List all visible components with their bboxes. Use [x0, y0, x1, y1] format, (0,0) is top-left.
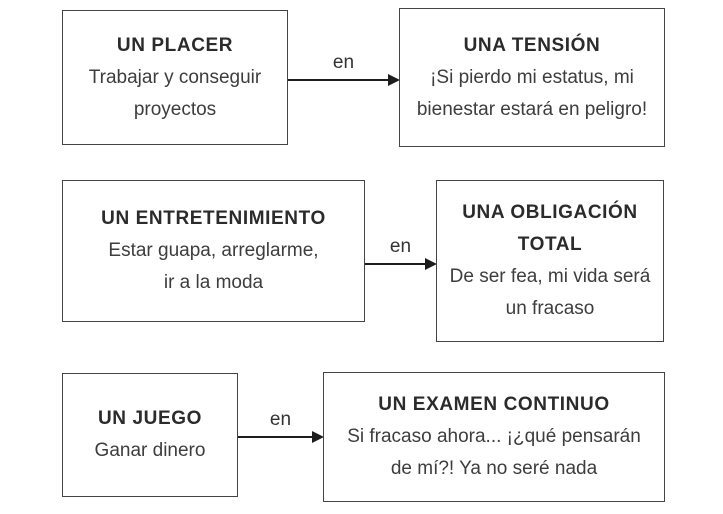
- box-body-line: Si fracaso ahora... ¡¿qué pensarán: [347, 426, 641, 447]
- arrow-line: [288, 74, 400, 86]
- box-title: UNA OBLIGACIÓN: [462, 202, 638, 223]
- arrow-line: [238, 431, 324, 443]
- box-title: UN JUEGO: [97, 408, 203, 429]
- box-un-placer: UN PLACER Trabajar y conseguir proyectos: [62, 10, 288, 145]
- arrow-label: en: [332, 52, 355, 73]
- box-un-entretenimiento: UN ENTRETENIMIENTO Estar guapa, arreglar…: [62, 180, 365, 322]
- box-title: UN EXAMEN CONTINUO: [378, 394, 610, 415]
- box-body-line: Ganar dinero: [94, 440, 206, 461]
- box-body-line: ¡Si pierdo mi estatus, mi: [430, 66, 634, 88]
- arrow-label: en: [389, 236, 412, 257]
- box-body-line: De ser fea, mi vida será: [449, 266, 651, 287]
- box-body-line: Estar guapa, arreglarme,: [108, 240, 319, 261]
- box-body-line: un fracaso: [505, 298, 595, 319]
- box-un-examen-continuo: UN EXAMEN CONTINUO Si fracaso ahora... ¡…: [323, 372, 665, 502]
- box-title-line-2: TOTAL: [517, 234, 583, 255]
- arrow-line: [365, 258, 437, 270]
- box-body-line: de mí?! Ya no seré nada: [390, 458, 598, 479]
- arrow-head-icon: [312, 431, 324, 443]
- arrow-row-2: en: [365, 235, 437, 270]
- arrow-label: en: [269, 409, 292, 430]
- box-body-line: Trabajar y conseguir: [88, 66, 262, 88]
- arrow-head-icon: [425, 258, 437, 270]
- arrow-row-3: en: [238, 408, 324, 443]
- box-title: UN PLACER: [116, 34, 234, 56]
- box-body-line: bienestar estará en peligro!: [416, 98, 648, 120]
- box-body-line: proyectos: [133, 98, 217, 120]
- box-body-line: ir a la moda: [163, 272, 264, 293]
- box-una-tension: UNA TENSIÓN ¡Si pierdo mi estatus, mi bi…: [399, 8, 665, 147]
- box-title: UN ENTRETENIMIENTO: [101, 208, 326, 229]
- box-un-juego: UN JUEGO Ganar dinero: [62, 373, 238, 497]
- box-title: UNA TENSIÓN: [463, 34, 601, 56]
- box-una-obligacion-total: UNA OBLIGACIÓN TOTAL De ser fea, mi vida…: [436, 180, 664, 342]
- arrow-row-1: en: [288, 51, 400, 86]
- arrow-head-icon: [388, 74, 400, 86]
